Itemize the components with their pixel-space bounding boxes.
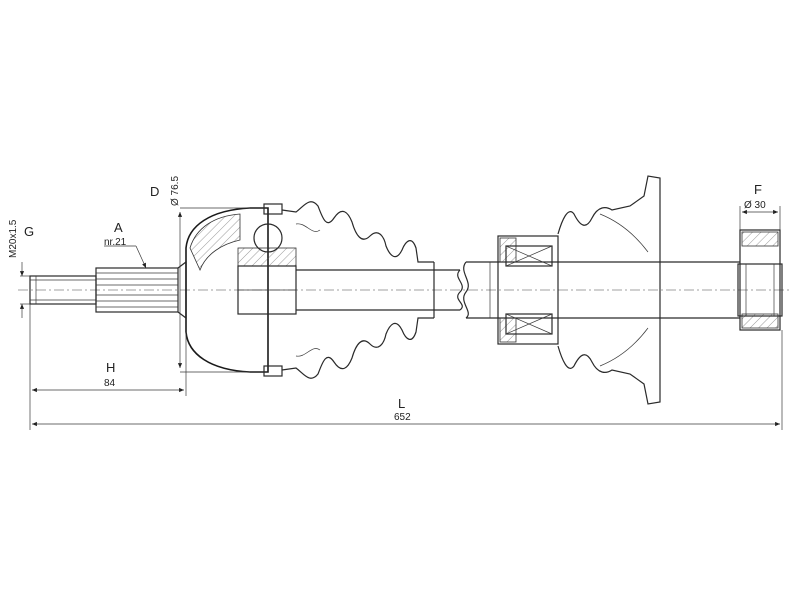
outer-boot bbox=[281, 201, 434, 379]
dim-f-value: Ø 30 bbox=[744, 200, 766, 211]
dimension-l: L 652 bbox=[29, 330, 783, 430]
bearing-collar bbox=[497, 235, 559, 345]
dimension-a: A nr.21 bbox=[104, 220, 147, 269]
dim-f-letter: F bbox=[754, 182, 762, 197]
dim-h-value: 84 bbox=[104, 378, 116, 389]
dimension-d: D Ø 76.5 bbox=[150, 176, 250, 373]
dim-a-value: nr.21 bbox=[104, 237, 127, 248]
dimension-g: G M20x1.5 bbox=[8, 219, 34, 318]
dimension-h: H 84 bbox=[29, 304, 187, 396]
dim-g-value: M20x1.5 bbox=[8, 219, 19, 258]
dim-d-value: Ø 76.5 bbox=[170, 176, 181, 206]
dim-l-value: 652 bbox=[394, 412, 411, 423]
dim-l-letter: L bbox=[398, 396, 405, 411]
dimension-f: F Ø 30 bbox=[739, 182, 781, 230]
threaded-stub bbox=[29, 275, 97, 305]
outer-cv-joint bbox=[185, 203, 297, 377]
inner-boot bbox=[557, 175, 661, 405]
dim-g-letter: G bbox=[24, 224, 34, 239]
dim-h-letter: H bbox=[106, 360, 115, 375]
shaft-end-fitting bbox=[737, 229, 783, 331]
dim-d-letter: D bbox=[150, 184, 159, 199]
dim-a-letter: A bbox=[114, 220, 123, 235]
